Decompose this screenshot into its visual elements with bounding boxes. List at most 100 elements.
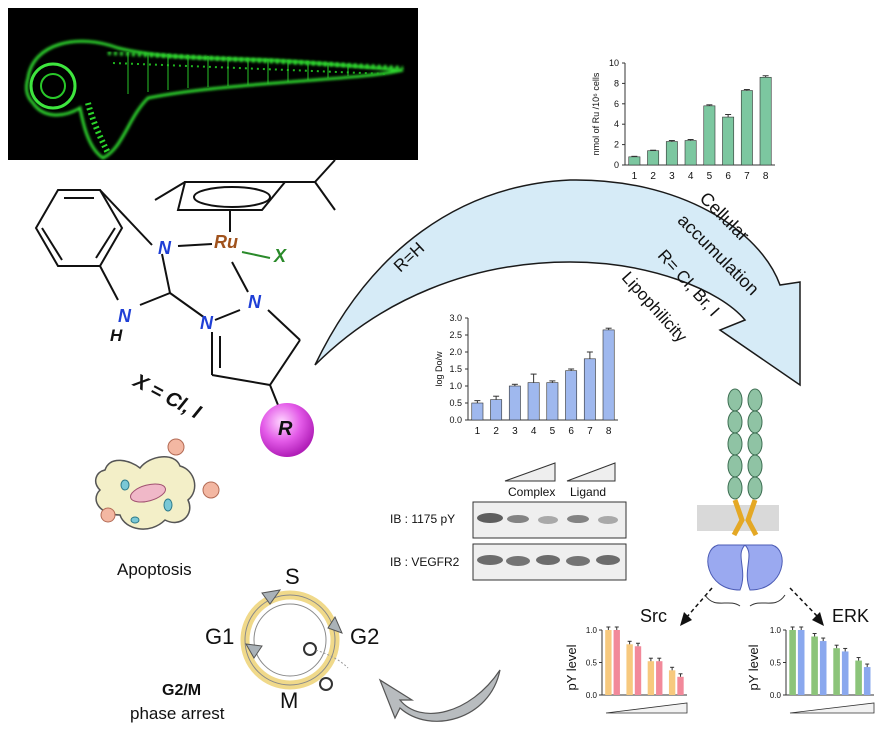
bar — [855, 660, 862, 695]
y-tick-label: 8 — [614, 78, 619, 88]
bar — [722, 116, 735, 166]
x-tick-label: 8 — [606, 426, 612, 437]
x-tick-label: 7 — [587, 426, 593, 437]
arrest-subtitle: phase arrest — [130, 704, 225, 723]
r-group-sphere — [260, 403, 314, 457]
x-tick-label: 4 — [688, 171, 694, 182]
bar — [759, 76, 772, 166]
y-tick-label: 0.0 — [770, 691, 782, 700]
x-tick-label: 2 — [493, 426, 499, 437]
y-axis-label: pY level — [564, 644, 579, 690]
y-tick-label: 1.5 — [449, 364, 462, 374]
bar — [583, 358, 596, 421]
y-axis-label: pY level — [746, 644, 761, 690]
x-tick-label: 1 — [632, 171, 638, 182]
x-tick-label: 8 — [763, 171, 769, 182]
bar — [677, 676, 684, 695]
ru-complex-structure — [34, 159, 336, 411]
bar — [841, 651, 849, 695]
bar — [602, 329, 615, 421]
apoptosis-cell-icon — [94, 438, 220, 530]
n-label-1: N — [158, 238, 171, 258]
bar — [647, 150, 660, 166]
y-tick-label: 0.5 — [770, 659, 782, 668]
erk-label: ERK — [832, 606, 870, 626]
bar — [656, 661, 663, 695]
y-tick-label: 1.0 — [449, 381, 462, 391]
bar — [647, 661, 655, 695]
x-ligand-label: X — [274, 246, 287, 266]
y-axis-label: log Do/w — [434, 351, 444, 387]
phase-g2: G2 — [350, 624, 380, 649]
n-label-3: N — [200, 313, 213, 333]
dose-wedge — [605, 702, 688, 714]
ru-label: Ru — [214, 232, 238, 252]
dose-wedge — [789, 702, 875, 714]
bar — [740, 90, 753, 166]
n-label-4: N — [118, 306, 131, 326]
bar — [628, 156, 641, 166]
x-tick-label: 3 — [512, 426, 518, 437]
x-tick-label: 7 — [744, 171, 750, 182]
cell-cycle-icon — [240, 589, 349, 691]
y-tick-label: 10 — [609, 58, 619, 68]
blot-row-1-label: IB : 1175 pY — [390, 512, 456, 526]
phase-s: S — [285, 564, 300, 589]
x-tick-label: 3 — [669, 171, 675, 182]
x-tick-label: 1 — [475, 426, 481, 437]
gray-arrow — [378, 669, 501, 722]
blot-row-2-label: IB : VEGFR2 — [390, 555, 460, 569]
bar — [863, 667, 871, 695]
y-tick-label: 2 — [614, 140, 619, 150]
bar — [508, 385, 521, 421]
bar — [634, 646, 642, 695]
bar — [665, 141, 678, 166]
bar — [789, 630, 796, 695]
bar — [490, 399, 503, 421]
y-tick-label: 0.0 — [449, 415, 462, 425]
y-tick-label: 0.5 — [586, 659, 598, 668]
arrest-title: G2/M — [162, 682, 202, 699]
y-tick-label: 0 — [614, 160, 619, 170]
bar — [703, 105, 716, 166]
phase-m: M — [280, 688, 299, 713]
bar — [797, 630, 805, 695]
curved-arrow — [314, 179, 801, 387]
y-tick-label: 1.0 — [586, 626, 598, 635]
bar — [833, 648, 840, 695]
apoptosis-label: Apoptosis — [117, 560, 192, 579]
bar — [811, 636, 818, 695]
src-py-bar-chart: 0.0 0.5 1.0 pY level — [564, 626, 688, 714]
bar — [565, 370, 578, 421]
western-blot — [472, 462, 627, 581]
x-tick-label: 4 — [531, 426, 537, 437]
x-tick-label: 2 — [650, 171, 656, 182]
src-label: Src — [640, 606, 667, 626]
bar — [668, 670, 676, 695]
zebrafish-image — [8, 8, 418, 160]
bar — [471, 402, 484, 421]
phase-g1: G1 — [205, 624, 235, 649]
bar — [613, 630, 620, 695]
bar — [684, 140, 697, 166]
n-label-2: N — [248, 292, 261, 312]
nh-label: H — [110, 326, 123, 345]
bar — [605, 630, 612, 695]
y-axis-label: nmol of Ru /10⁶ cells — [591, 72, 601, 155]
y-tick-label: 1.0 — [770, 626, 782, 635]
y-tick-label: 0.5 — [449, 398, 462, 408]
y-tick-label: 2.0 — [449, 347, 462, 357]
complex-label: Complex — [508, 485, 556, 499]
y-tick-label: 0.0 — [586, 691, 598, 700]
erk-py-bar-chart: 0.0 0.5 1.0 pY level — [746, 626, 875, 714]
r-group-label: R — [278, 418, 293, 440]
x-tick-label: 6 — [568, 426, 574, 437]
x-tick-label: 6 — [725, 171, 731, 182]
bar — [819, 641, 827, 695]
bar — [626, 644, 633, 695]
receptor-icon — [697, 388, 786, 607]
ligand-label: Ligand — [570, 485, 607, 499]
